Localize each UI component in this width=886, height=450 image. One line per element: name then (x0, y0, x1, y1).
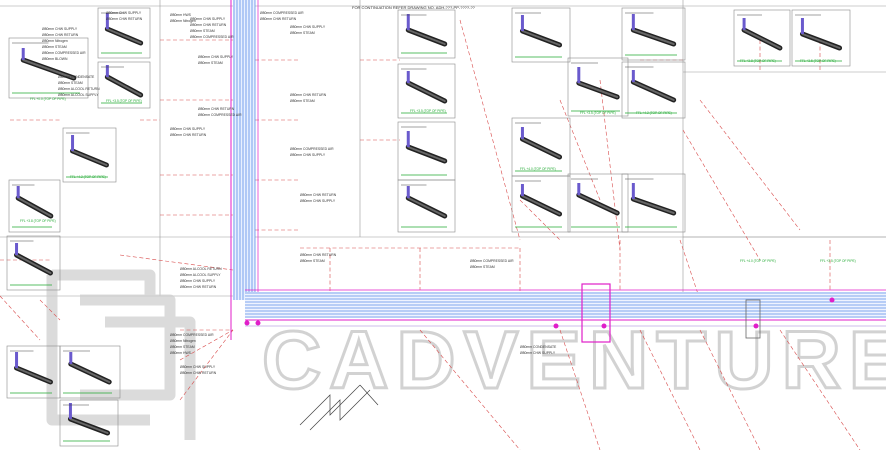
pipe-callout: Ø80mm CHW SUPPLY (180, 279, 216, 283)
isometric-detail-group (6, 7, 851, 447)
pipe-callout: Ø80mm COMPRESSED AIR (260, 11, 304, 15)
pipe-callout: Ø80mm STEAM (198, 61, 223, 65)
isometric-detail (567, 57, 629, 117)
pipe-callout: Ø80mm CHW RETURN (180, 371, 217, 375)
watermark: CADVENTURES (46, 269, 886, 440)
pipe-callout: Ø80mm CHW RETURN (180, 285, 217, 289)
isometric-detail (511, 175, 571, 233)
pipe-callout: Ø80mm CHW SUPPLY (170, 127, 206, 131)
pipe-callout: Ø80mm STEAM (300, 259, 325, 263)
pipe-callout: Ø80mm ALCOOL SUPPLY (58, 93, 99, 97)
pipe-callout: Ø80mm CHW SUPPLY (290, 25, 326, 29)
pipe-callout: Ø80mm ALCOOL RETURN (180, 267, 222, 271)
riser-shaft (233, 0, 255, 300)
isometric-detail (397, 9, 456, 59)
pipe-callout: Ø80mm CHW SUPPLY (300, 199, 336, 203)
pipe-callout: Ø80mm STEAM (170, 345, 195, 349)
main-pipe-runs (230, 0, 886, 343)
isometric-detail (6, 345, 61, 399)
isometric-detail (621, 7, 686, 61)
elevation-tag: FFL +3.5 (TOP OF PIPE) (410, 109, 446, 113)
isometric-detail (397, 63, 456, 119)
isometric-detail (8, 37, 89, 99)
pipe-callout: Ø80mm CHW RETURN (290, 93, 327, 97)
pipe-callout: Ø80mm CHW RETURN (106, 17, 143, 21)
isometric-detail (621, 61, 686, 119)
elevation-tag: FFL +4.0 (TOP OF PIPE) (740, 259, 776, 263)
pipe-callout: Ø80mm Nitrogen (170, 339, 196, 343)
pipe-callout: Ø80mm CHW SUPPLY (520, 351, 556, 355)
pipe-callout: Ø80mm CHW SUPPLY (42, 27, 78, 31)
isometric-detail (397, 179, 456, 233)
isometric-sketch-small (299, 384, 379, 431)
pipe-support (745, 299, 761, 339)
pipe-callout: Ø80mm CHW SUPPLY (198, 55, 234, 59)
pipe-callout: Ø80mm STEAM (290, 99, 315, 103)
pipe-callout: Ø80mm CHW RETURN (42, 33, 79, 37)
pipe-callout: Ø80mm COMPRESSED AIR (198, 113, 242, 117)
elevation-tag: FFL +3.5 (TOP OF PIPE) (106, 99, 142, 103)
elevation-tag: FFL +4.2 (TOP OF PIPE) (70, 175, 106, 179)
isometric-detail (511, 7, 571, 63)
pipe-callout: Ø80mm Nitrogen (170, 19, 196, 23)
pipe-callout: Ø80mm CHW SUPPLY (180, 365, 216, 369)
isometric-detail (62, 127, 117, 183)
elevation-tag: FFL +4.2 (TOP OF PIPE) (636, 111, 672, 115)
isometric-detail (733, 9, 791, 67)
watermark-logo (46, 269, 196, 440)
pipe-callout: Ø80mm COMPRESSED AIR (170, 333, 214, 337)
pipe-callout: Ø80mm CHW SUPPLY (106, 11, 142, 15)
isometric-detail (97, 61, 151, 109)
pipe-callout: Ø80mm ALCOOL SUPPLY (180, 273, 221, 277)
pipe-callout: Ø80mm CHW RETURN (190, 23, 227, 27)
pipe-callout: Ø80mm ALCOOL RETURN (58, 87, 100, 91)
isometric-detail (97, 7, 151, 59)
pipe-callout: Ø80mm CHW RETURN (198, 107, 235, 111)
isometric-detail (8, 179, 61, 233)
watermark-text: CADVENTURES (262, 315, 886, 406)
isometric-detail (59, 399, 119, 447)
isometric-detail (791, 9, 851, 67)
elevation-tag: FFL +3.5 (TOP OF PIPE) (800, 59, 836, 63)
pipe-callout: Ø80mm CHW SUPPLY (190, 17, 226, 21)
pipe-callout: Ø80mm COMPRESSED AIR (42, 51, 86, 55)
pipe-callout: Ø80mm Nitrogen (42, 39, 68, 43)
elevation-tag: FFL +3.8 (TOP OF PIPE) (20, 219, 56, 223)
elevation-tag: FFL +3.5 (TOP OF PIPE) (820, 259, 856, 263)
pipe-callout: Ø80mm STEAM (290, 31, 315, 35)
isometric-detail (567, 173, 629, 233)
pipe-callout: Ø80mm CONDENSATE (520, 345, 557, 349)
pipe-callout: Ø80mm COMPRESSED AIR (190, 35, 234, 39)
pipe-callout: Ø80mm STEAM (58, 81, 83, 85)
elevation-tag: FFL +3.5 (TOP OF PIPE) (580, 111, 616, 115)
elevation-tag: FFL +3.8 (TOP OF PIPE) (740, 59, 776, 63)
pipe-callout: Ø80mm CHW RETURN (300, 193, 337, 197)
pipe-callout: Ø80mm STEAM (42, 45, 67, 49)
pipe-callout: Ø80mm BLOWN (42, 57, 68, 61)
isometric-detail (6, 235, 61, 291)
continuation-note: FOR CONTINUATION REFER DRAWING NO. ADH-?… (352, 5, 476, 10)
elevation-tag: FFL +4.0 (TOP OF PIPE) (520, 167, 556, 171)
pipe-callout: Ø80mm STEAM (190, 29, 215, 33)
pipe-callout: Ø80mm CHW SUPPLY (290, 153, 326, 157)
isometric-detail (59, 345, 121, 399)
pipe-callout: Ø80mm HWS (170, 13, 192, 17)
pipe-callout: Ø80mm CHW RETURN (300, 253, 337, 257)
pipe-callout: Ø80mm COMPRESSED AIR (470, 259, 514, 263)
expansion-loop (581, 283, 611, 343)
pipe-callout: Ø80mm STEAM (470, 265, 495, 269)
pipe-callout: Ø80mm CHW RETURN (170, 133, 207, 137)
pipe-callout: Ø80mm CHW RETURN (260, 17, 297, 21)
pipe-callout: Ø80mm COMPRESSED AIR (290, 147, 334, 151)
elevation-tag: FFL +0.0 (TOP OF PIPE) (30, 97, 66, 101)
isometric-detail (621, 173, 686, 233)
pipe-callout: Ø80mm CONDENSATE (58, 75, 95, 79)
pipe-callout: Ø80mm HWS (170, 351, 192, 355)
